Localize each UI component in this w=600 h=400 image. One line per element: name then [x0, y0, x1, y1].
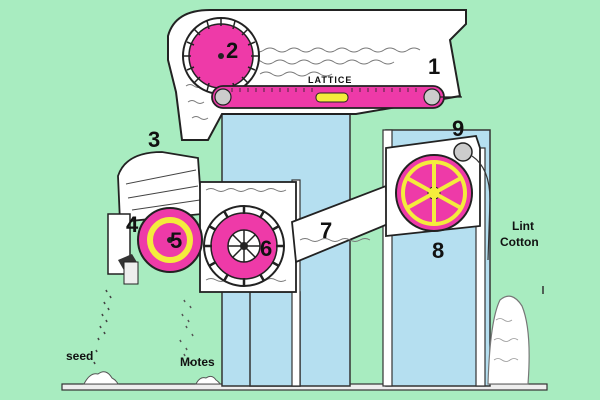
feed-roller	[182, 17, 260, 95]
label-motes: Motes	[180, 355, 215, 369]
brush-cylinder	[203, 205, 285, 287]
cotton-texture-top	[239, 47, 421, 77]
lint-pile-texture	[493, 318, 519, 362]
label-lint: Lint	[512, 219, 534, 233]
breast-ribs	[125, 169, 201, 211]
label-lattice: LATTICE	[308, 75, 352, 85]
label-8-condenser: 8	[432, 238, 444, 263]
doffer-roller	[453, 142, 473, 162]
post-mid	[382, 129, 393, 387]
label-3-breast: 3	[148, 127, 160, 152]
label-cotton: Cotton	[500, 235, 539, 249]
label-7-flue: 7	[320, 218, 332, 243]
label-1-lattice: 1	[428, 54, 440, 79]
lint-discharge-line	[471, 155, 491, 261]
seed-fall	[93, 289, 112, 365]
lint-cotton-pile	[487, 295, 530, 385]
label-6-brush: 6	[260, 236, 272, 261]
saw-cylinder	[137, 207, 203, 273]
cotton-texture-flue	[299, 238, 371, 242]
label-2-feed-roller: 2	[226, 38, 238, 63]
label-4-saw: 4	[126, 212, 139, 237]
motes-fall	[179, 299, 194, 365]
condenser-drum	[395, 154, 473, 232]
label-5-saw-cylinder: 5	[170, 228, 182, 253]
motes-pile	[195, 375, 221, 385]
lattice-conveyor	[211, 85, 462, 109]
label-seed: seed	[66, 349, 93, 363]
label-9-doffer: 9	[452, 116, 464, 141]
seed-box	[123, 261, 139, 285]
seed-pile	[83, 371, 119, 385]
